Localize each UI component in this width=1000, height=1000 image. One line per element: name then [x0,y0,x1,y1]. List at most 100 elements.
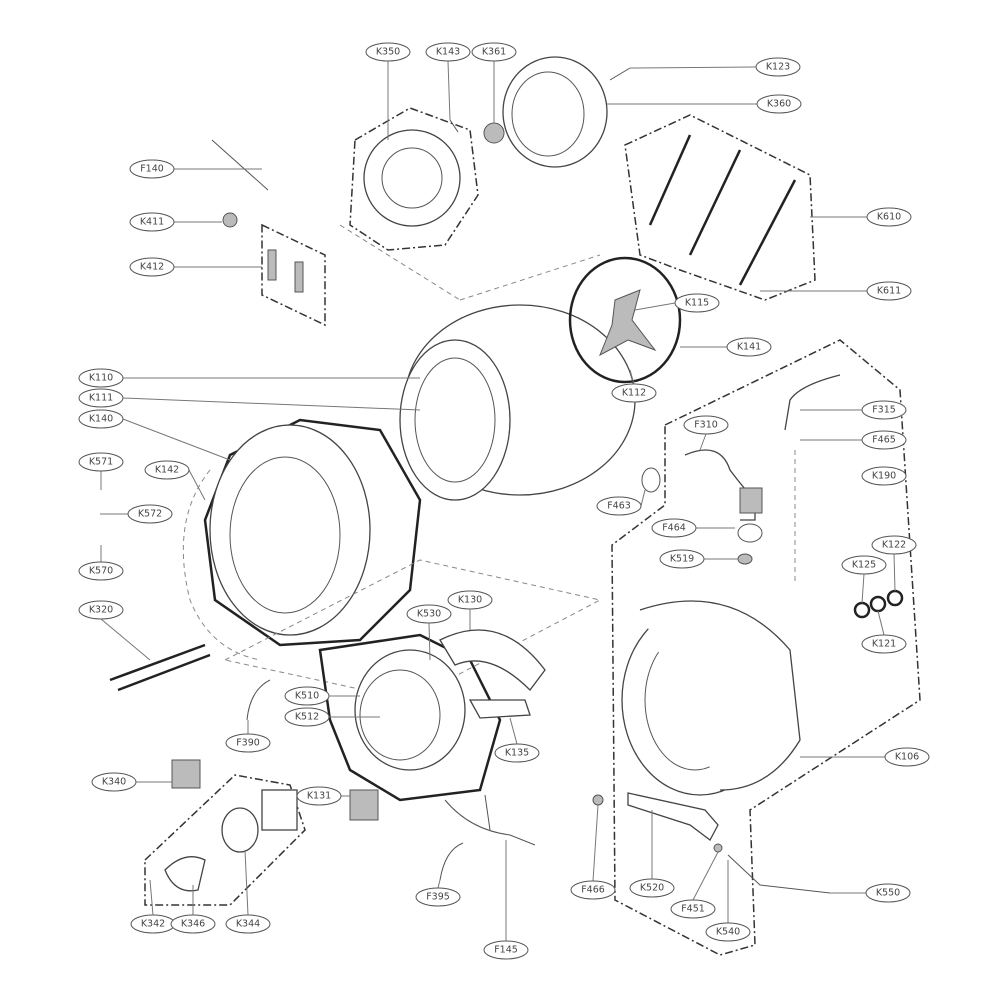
leader-line-k320 [100,618,151,661]
label-text: K141 [737,342,761,353]
label-bubble [78,600,124,620]
tub-rear-group-outline [611,339,921,956]
spider-arm [599,289,657,357]
bolt-k143 [449,119,459,133]
label-bubble [144,460,190,480]
leader-line-k115 [634,302,676,311]
front-ring [354,649,466,771]
label-text: K131 [307,791,331,802]
part-label-k123: K123 [629,57,801,77]
spring-2 [294,261,304,293]
seal-k125 [853,601,871,619]
label-bubble [726,337,772,357]
part-label-f463: F463 [596,489,646,516]
part-label-k530: K530 [406,604,452,661]
label-text: K112 [622,388,646,399]
front-ring-outline [318,633,502,802]
damper-1 [648,134,692,226]
label-text: F451 [681,904,705,915]
label-text: F466 [581,885,605,896]
label-bubble [225,733,271,753]
label-text: K540 [716,927,740,938]
part-label-k344: K344 [225,849,271,934]
part-label-k141: K141 [680,337,772,357]
part-label-f451: F451 [670,851,719,919]
label-text: K610 [877,212,901,223]
label-bubble [78,368,124,388]
drum-front [399,339,511,501]
label-bubble [861,430,907,450]
bearing-k122 [886,589,904,607]
label-bubble [611,383,657,403]
leader-line-f463 [640,489,646,507]
label-text: K142 [155,465,179,476]
part-label-f464: F464 [651,518,735,538]
leader-line-f395 [437,879,441,889]
part-label-k519: K519 [659,549,738,569]
label-text: K510 [295,691,319,702]
tub-front-opening [229,456,341,614]
label-text: K344 [236,919,260,930]
label-bubble [670,899,716,919]
sensor-k131 [349,789,379,821]
label-bubble [425,42,471,62]
label-bubble [596,496,642,516]
label-text: F310 [694,420,718,431]
label-bubble [415,887,461,907]
front-ring-inner [359,669,441,761]
leader-line-k121 [877,610,885,636]
part-label-k610: K610 [810,207,912,227]
label-text: K140 [89,414,113,425]
part-label-f145: F145 [483,840,529,960]
label-text: K411 [140,217,164,228]
label-bubble [170,914,216,934]
label-bubble [447,590,493,610]
rotor-bolt [609,67,631,81]
label-bubble [570,880,616,900]
stator [363,129,461,227]
label-text: K342 [141,919,165,930]
rotor-inner [511,71,585,157]
label-bubble [91,772,137,792]
leader-line-f451 [692,851,719,901]
clip-k411 [222,212,238,228]
label-text: F390 [236,738,260,749]
drum-front-inner [414,357,496,483]
label-text: K520 [640,883,664,894]
wire-k550 [727,854,831,894]
part-label-k571: K571 [78,452,124,490]
label-text: K320 [89,605,113,616]
part-label-f465: F465 [800,430,907,450]
label-text: K135 [505,748,529,759]
rotor-hub [483,122,505,144]
label-bubble [884,747,930,767]
part-label-k340: K340 [91,772,172,792]
leader-line-k111 [122,397,421,411]
label-bubble [129,159,175,179]
clamp-f463 [641,467,661,493]
part-label-k190: K190 [861,466,907,486]
spring-group-outline [261,223,326,327]
label-text: K346 [181,919,205,930]
label-text: K512 [295,712,319,723]
hose-f315 [784,374,841,431]
part-label-f310: F310 [683,415,729,451]
part-label-k346: K346 [170,885,216,934]
label-text: K190 [872,471,896,482]
part-label-k112: K112 [611,369,657,403]
assembly-guide-3 [223,559,602,701]
assembly-guide-2 [459,254,601,301]
part-label-k411: K411 [129,212,222,232]
label-text: K143 [436,47,460,58]
label-bubble [674,293,720,313]
part-label-k131: K131 [296,786,350,806]
tub-front-outline [203,418,422,647]
harness-f145 [444,794,536,846]
label-bubble [406,604,452,624]
label-bubble [494,743,540,763]
label-text: K350 [376,47,400,58]
wire-f140 [211,139,269,191]
label-bubble [284,707,330,727]
part-label-k570: K570 [78,545,124,581]
